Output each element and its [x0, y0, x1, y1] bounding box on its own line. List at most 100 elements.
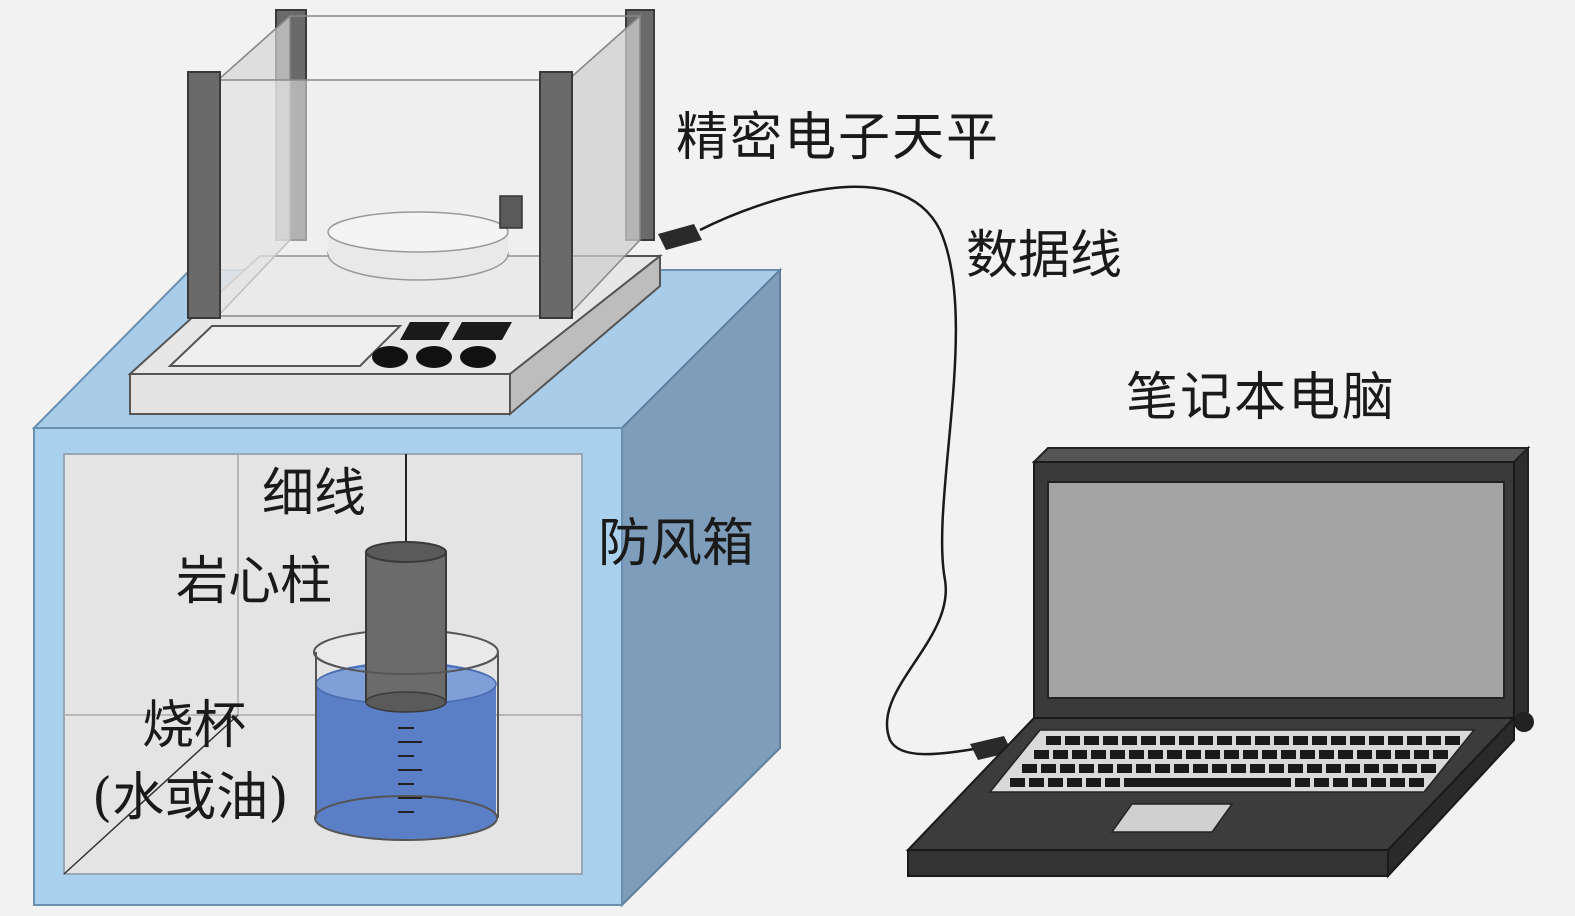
- keyboard-key: [1046, 736, 1061, 745]
- rock-core: [365, 551, 447, 703]
- keyboard-key: [1376, 750, 1391, 759]
- balance-label: 精密电子天平: [676, 108, 1001, 168]
- keyboard-key: [1129, 750, 1144, 759]
- balance-post-front-right: [539, 71, 573, 319]
- laptop-label: 笔记本电脑: [1126, 368, 1397, 428]
- keyboard-key: [1445, 736, 1460, 745]
- keyboard-key: [1369, 736, 1384, 745]
- balance-button-3: [460, 346, 496, 368]
- keyboard-key: [1243, 750, 1258, 759]
- balance-hook: [499, 195, 523, 229]
- keyboard-key: [1053, 750, 1068, 759]
- precision-balance: [127, 9, 702, 417]
- laptop-keyboard: [988, 729, 1476, 793]
- balance-button-1: [372, 346, 408, 368]
- keyboard-key: [1262, 750, 1277, 759]
- laptop-lid-side: [1513, 445, 1529, 720]
- beaker-bottom: [314, 795, 498, 841]
- keyboard-key: [1333, 778, 1348, 787]
- balance-post-front-left: [187, 71, 221, 319]
- keyboard-key: [1383, 764, 1398, 773]
- balance-glass-top-edge: [567, 15, 641, 81]
- keyboard-key: [1141, 736, 1156, 745]
- keyboard-key: [1295, 778, 1310, 787]
- keyboard-key: [1274, 736, 1289, 745]
- keyboard-key: [1288, 764, 1303, 773]
- keyboard-spacebar: [1124, 778, 1291, 787]
- liquid-label: (水或油): [92, 768, 289, 828]
- keyboard-key: [1231, 764, 1246, 773]
- keyboard-key: [1269, 764, 1284, 773]
- laptop: [905, 445, 1534, 879]
- keyboard-key: [1010, 778, 1025, 787]
- keyboard-key: [1022, 764, 1037, 773]
- balance-button-2: [416, 346, 452, 368]
- keyboard-key: [1345, 764, 1360, 773]
- balance-pan-top: [327, 211, 509, 253]
- keyboard-key: [1155, 764, 1170, 773]
- data-cable: [699, 185, 981, 756]
- keyboard-key: [1105, 778, 1120, 787]
- keyboard-key: [1174, 764, 1189, 773]
- keyboard-key: [1409, 778, 1424, 787]
- keyboard-key: [1103, 736, 1118, 745]
- keyboard-key: [1338, 750, 1353, 759]
- keyboard-key: [1395, 750, 1410, 759]
- rock-core-label: 岩心柱: [176, 552, 333, 612]
- keyboard-key: [1250, 764, 1265, 773]
- laptop-hinge: [1514, 712, 1534, 732]
- keyboard-key: [1193, 764, 1208, 773]
- windbox-label: 防风箱: [598, 514, 755, 574]
- keyboard-key: [1079, 764, 1094, 773]
- keyboard-key: [1331, 736, 1346, 745]
- keyboard-key: [1350, 736, 1365, 745]
- laptop-base-front: [907, 849, 1389, 877]
- keyboard-key: [1402, 764, 1417, 773]
- sample-assembly: [313, 454, 499, 841]
- laptop-touchpad: [1110, 803, 1234, 833]
- keyboard-key: [1091, 750, 1106, 759]
- keyboard-key: [1205, 750, 1220, 759]
- keyboard-key: [1390, 778, 1405, 787]
- keyboard-key: [1179, 736, 1194, 745]
- keyboard-key: [1371, 778, 1386, 787]
- keyboard-key: [1281, 750, 1296, 759]
- balance-display-area: [167, 325, 403, 367]
- balance-key-2: [452, 322, 512, 340]
- keyboard-key: [1433, 750, 1448, 759]
- keyboard-key: [1255, 736, 1270, 745]
- laptop-keys: [1010, 736, 1460, 787]
- keyboard-key: [1212, 764, 1227, 773]
- keyboard-key: [1236, 736, 1251, 745]
- keyboard-key: [1307, 764, 1322, 773]
- beaker-label: 烧杯: [142, 696, 247, 756]
- balance-usb-port: [658, 224, 702, 250]
- keyboard-key: [1198, 736, 1213, 745]
- keyboard-key: [1160, 736, 1175, 745]
- beaker-graduation: [398, 727, 422, 813]
- keyboard-key: [1414, 750, 1429, 759]
- data-cable-label: 数据线: [966, 226, 1123, 286]
- balance-glass-top-edge: [217, 15, 291, 81]
- balance-base-front: [129, 373, 511, 415]
- keyboard-key: [1122, 736, 1137, 745]
- keyboard-key: [1067, 778, 1082, 787]
- keyboard-key: [1117, 764, 1132, 773]
- laptop-lid-top: [1031, 447, 1531, 463]
- keyboard-key: [1136, 764, 1151, 773]
- keyboard-key: [1388, 736, 1403, 745]
- inner-edge-line: [63, 714, 239, 875]
- keyboard-key: [1098, 764, 1113, 773]
- rock-core-top: [365, 541, 447, 563]
- keyboard-key: [1034, 750, 1049, 759]
- balance-key-1: [400, 322, 450, 340]
- keyboard-key: [1293, 736, 1308, 745]
- keyboard-key: [1224, 750, 1239, 759]
- thread-label: 细线: [262, 464, 367, 524]
- keyboard-key: [1314, 778, 1329, 787]
- keyboard-key: [1217, 736, 1232, 745]
- keyboard-key: [1041, 764, 1056, 773]
- keyboard-key: [1326, 764, 1341, 773]
